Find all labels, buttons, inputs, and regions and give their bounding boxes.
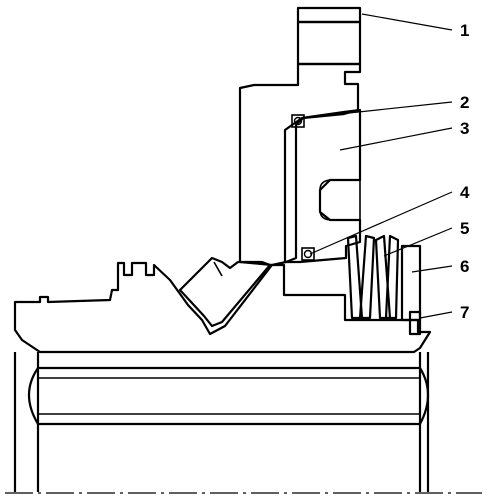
gear	[296, 6, 362, 66]
callout-label-3: 3	[460, 119, 469, 138]
hub-body	[13, 256, 432, 354]
spline-tooth	[213, 261, 223, 277]
clutch-housing	[238, 62, 362, 267]
leader-1	[361, 13, 453, 31]
retaining-ring	[408, 310, 422, 336]
o-ring-upper	[291, 114, 305, 128]
callout-label-4: 4	[460, 183, 470, 202]
o-ring-lower	[301, 247, 315, 261]
callout-label-5: 5	[460, 219, 469, 238]
callout-label-6: 6	[460, 257, 469, 276]
leader-2	[301, 101, 453, 119]
leader-5	[383, 227, 453, 257]
disc-springs	[346, 234, 400, 320]
callouts: 1 2 3 4 5 6 7	[301, 13, 470, 322]
piston	[283, 108, 362, 264]
callout-label-7: 7	[460, 303, 469, 322]
leader-6	[411, 265, 453, 273]
bore-outline	[13, 352, 430, 492]
spring-seat	[400, 244, 422, 322]
callout-label-1: 1	[460, 21, 469, 40]
leader-7	[419, 311, 453, 319]
callout-label-2: 2	[460, 93, 469, 112]
leader-3	[339, 127, 453, 151]
leader-4	[309, 191, 453, 255]
